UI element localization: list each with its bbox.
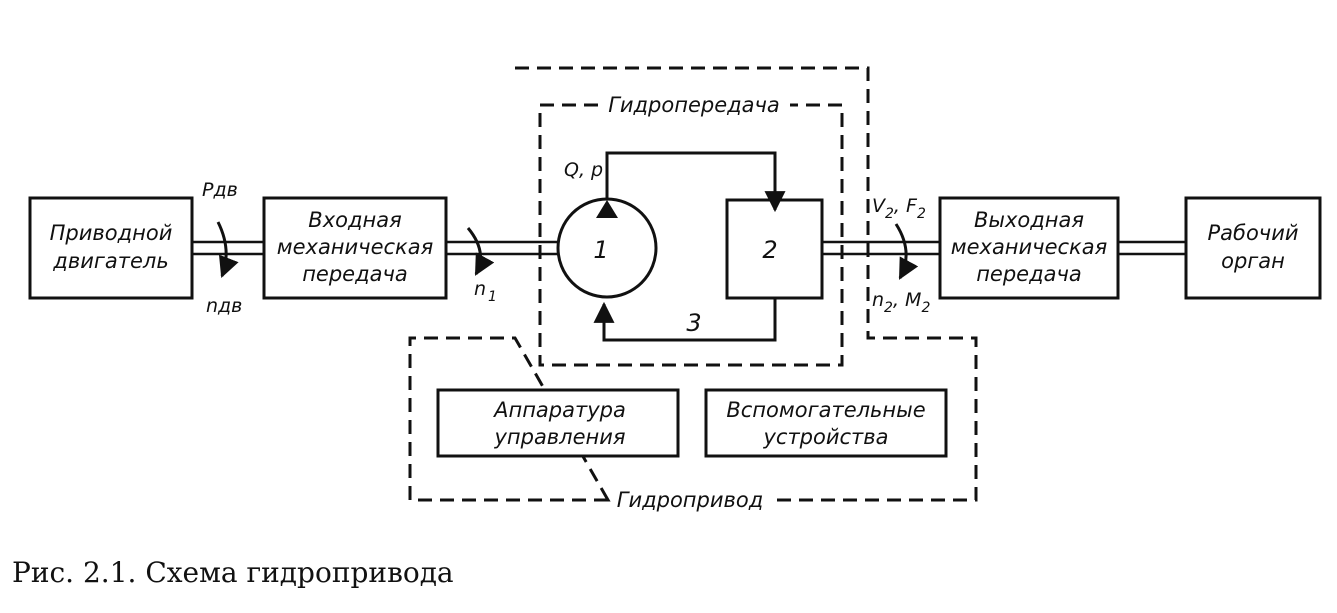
control-equipment-label-2: управления (493, 425, 625, 449)
shaft-motor-input (192, 240, 264, 256)
motor-label-1: Приводной (50, 221, 173, 245)
working-organ-label-1: Рабочий (1207, 221, 1298, 245)
motor-label-2: двигатель (52, 249, 168, 273)
return-line-number: 3 (686, 309, 701, 337)
flow-pressure-symbol: Q, p (564, 159, 603, 181)
figure-caption: Рис. 2.1. Схема гидропривода (12, 556, 454, 589)
hydro-transmission-label: Гидропередача (608, 93, 780, 117)
pump-direction-icon (596, 200, 618, 218)
input-transmission-label-3: передача (302, 262, 408, 286)
working-organ-block (1184, 196, 1322, 300)
input-rotation-arrow-icon (466, 227, 495, 276)
motor-block (28, 196, 194, 300)
auxiliary-devices-block (704, 388, 948, 458)
shaft-output-working (1118, 240, 1186, 256)
output-speed-torque-symbol: n2, M2 (872, 289, 930, 316)
motor-power-symbol: Pдв (202, 179, 238, 201)
hydro-drive-label: Гидропривод (617, 488, 764, 512)
output-transmission-label-2: механическая (951, 235, 1108, 259)
hydro-motor-number: 2 (762, 236, 777, 264)
input-transmission-label-1: Входная (308, 208, 401, 232)
output-transmission-label-3: передача (976, 262, 1082, 286)
output-transmission-block (938, 196, 1120, 300)
input-transmission-label-2: механическая (277, 235, 434, 259)
pressure-line (605, 151, 786, 213)
pump-number: 1 (593, 236, 608, 264)
control-equipment-label-1: Аппаратура (492, 398, 626, 422)
input-transmission-block (262, 196, 448, 300)
auxiliary-devices-label-1: Вспомогательные (726, 398, 925, 422)
output-transmission-label-1: Выходная (974, 208, 1084, 232)
motor-rotation-arrow-icon (216, 221, 239, 278)
output-rotation-arrow-icon (894, 223, 919, 280)
hydro-transmission-boundary (538, 103, 844, 367)
shaft-input-pump (446, 240, 558, 256)
return-line (593, 298, 777, 342)
motor-speed-symbol: nдв (206, 295, 242, 317)
auxiliary-devices-label-2: устройства (762, 425, 888, 449)
hydro-drive-boundary (408, 66, 978, 502)
shaft-motor2-output (822, 240, 940, 256)
working-organ-label-2: орган (1221, 249, 1285, 273)
control-equipment-block (436, 388, 680, 458)
output-velocity-force-symbol: V2, F2 (872, 195, 926, 222)
